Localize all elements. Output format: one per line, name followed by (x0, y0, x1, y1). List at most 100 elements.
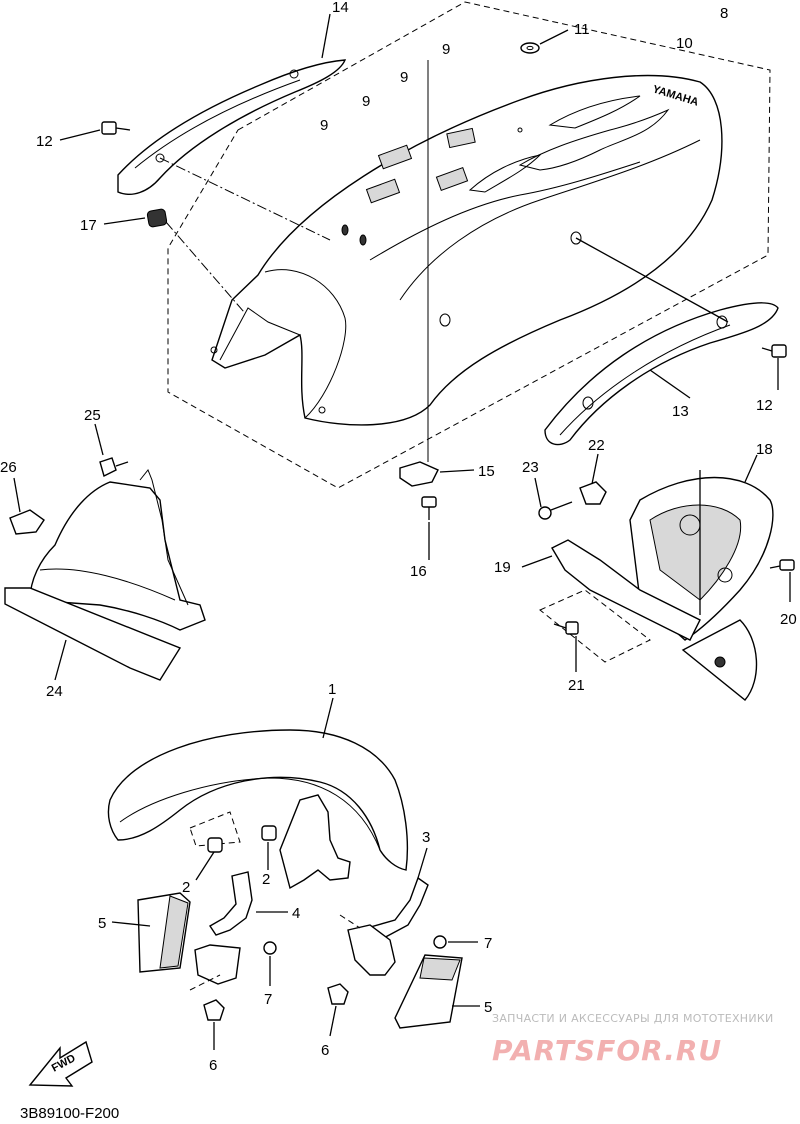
diagram-code: 3B89100-F200 (20, 1105, 119, 1122)
flap-24-fold (39, 568, 176, 601)
reflector-5-right (394, 954, 480, 1029)
fender-hole-5 (318, 406, 326, 414)
fender-stay-2 (347, 924, 396, 976)
washer-11 (520, 42, 540, 54)
fender-hole-4 (570, 231, 582, 245)
callout-20: 20 (780, 611, 797, 628)
front-fender-1-edge (119, 777, 381, 851)
bolt-12-left (59, 121, 131, 141)
flap-24-stay (139, 469, 189, 606)
nut-6-right (327, 983, 349, 1037)
flap-group (4, 423, 206, 681)
fender-hole-3 (439, 313, 451, 327)
flame-decal-graphic (518, 108, 670, 171)
bolt-21 (553, 621, 579, 672)
callout-17: 17 (80, 217, 97, 234)
grab-bar-14-hole-1 (155, 153, 165, 163)
fender-hole-1 (341, 224, 349, 236)
callout-6-right: 6 (321, 1042, 329, 1059)
license-hole (714, 656, 726, 668)
clamp-22 (579, 453, 607, 505)
fender-hole-2 (359, 234, 367, 246)
nut-7-left (263, 941, 277, 986)
bolt-16 (421, 496, 437, 560)
rear-fender-group: YAMAHA (59, 1, 787, 560)
grab-bar-14-groove (134, 79, 301, 169)
bracket-19 (551, 539, 701, 641)
callout-2-right: 2 (262, 871, 270, 888)
callout-14: 14 (332, 0, 349, 16)
rear-fender-stripe (369, 161, 641, 261)
callout-10: 10 (676, 35, 693, 52)
rear-fender-inner-edge (264, 269, 347, 419)
callout-13: 13 (672, 403, 689, 420)
callout-22: 22 (588, 437, 605, 454)
callout-4: 4 (292, 905, 300, 922)
front-dash-2 (339, 914, 361, 929)
watermark: ЗАПЧАСТИ И АКСЕССУАРЫ ДЛЯ МОТОТЕХНИКИ PA… (492, 1012, 774, 1067)
flap-24-base (4, 587, 182, 681)
assembly-boundary-8 (167, 1, 771, 489)
callout-18: 18 (756, 441, 773, 458)
callout-5-right: 5 (484, 999, 492, 1016)
callout-23: 23 (522, 459, 539, 476)
callout-15: 15 (478, 463, 495, 480)
flame-decal-graphic-3 (468, 154, 542, 193)
callout-24: 24 (46, 683, 63, 700)
rear-fender-fold-line (399, 139, 701, 301)
front-fender-1-dash (189, 811, 241, 847)
callout-2-left: 2 (182, 879, 190, 896)
callout-5-left: 5 (98, 915, 106, 932)
clip-26 (9, 477, 45, 535)
screw-20 (769, 559, 795, 602)
watermark-logo: PARTSFOR.RU (492, 1034, 722, 1067)
fwd-arrow: FWD (28, 1040, 93, 1087)
callout-16: 16 (410, 563, 427, 580)
fender-hole-6 (210, 346, 218, 354)
emblem-9b (377, 144, 413, 170)
fender-hole-7 (517, 127, 523, 133)
front-fender-group (107, 697, 480, 1050)
watermark-tagline: ЗАПЧАСТИ И АКСЕССУАРЫ ДЛЯ МОТОТЕХНИКИ (492, 1012, 774, 1025)
side-cover-13-edge (559, 324, 731, 436)
emblem-9c (435, 166, 469, 192)
callout-9b: 9 (400, 69, 408, 86)
callout-7-left: 7 (264, 991, 272, 1008)
callout-8: 8 (720, 5, 728, 22)
grab-bar-14-hole-2 (289, 69, 299, 79)
front-fender-1 (107, 729, 409, 871)
callout-3: 3 (422, 829, 430, 846)
bolt-2-left (195, 837, 223, 881)
callout-19: 19 (494, 559, 511, 576)
callout-9a: 9 (442, 41, 450, 58)
tail-light-dash (539, 589, 651, 663)
callout-21: 21 (568, 677, 585, 694)
screw-23 (534, 477, 573, 520)
grommet-17 (146, 208, 168, 228)
reflector-5-left (111, 892, 191, 973)
side-cover-13-hole-1 (582, 396, 594, 410)
emblem-9d (365, 178, 401, 204)
bolt-2-right (261, 825, 277, 870)
callout-7-right: 7 (484, 935, 492, 952)
grab-bar-14 (117, 59, 347, 196)
callout-12-left: 12 (36, 133, 53, 150)
front-dash-1 (189, 974, 221, 991)
side-cover-13 (544, 302, 779, 446)
callout-1: 1 (328, 681, 336, 698)
callout-11: 11 (574, 21, 590, 38)
tail-light-group (521, 453, 795, 701)
flame-decal-graphic-2 (548, 95, 641, 129)
tail-light-socket-2 (717, 567, 733, 583)
bracket-4 (209, 871, 253, 936)
nut-6-left (203, 999, 225, 1050)
callout-6-left: 6 (209, 1057, 217, 1074)
callout-12-right: 12 (756, 397, 773, 414)
clip-15 (399, 461, 475, 487)
callout-9d: 9 (320, 117, 328, 134)
nut-7-right (433, 935, 478, 949)
clip-25 (94, 423, 129, 478)
callout-9c: 9 (362, 93, 370, 110)
rear-fender-cutout (219, 307, 301, 361)
